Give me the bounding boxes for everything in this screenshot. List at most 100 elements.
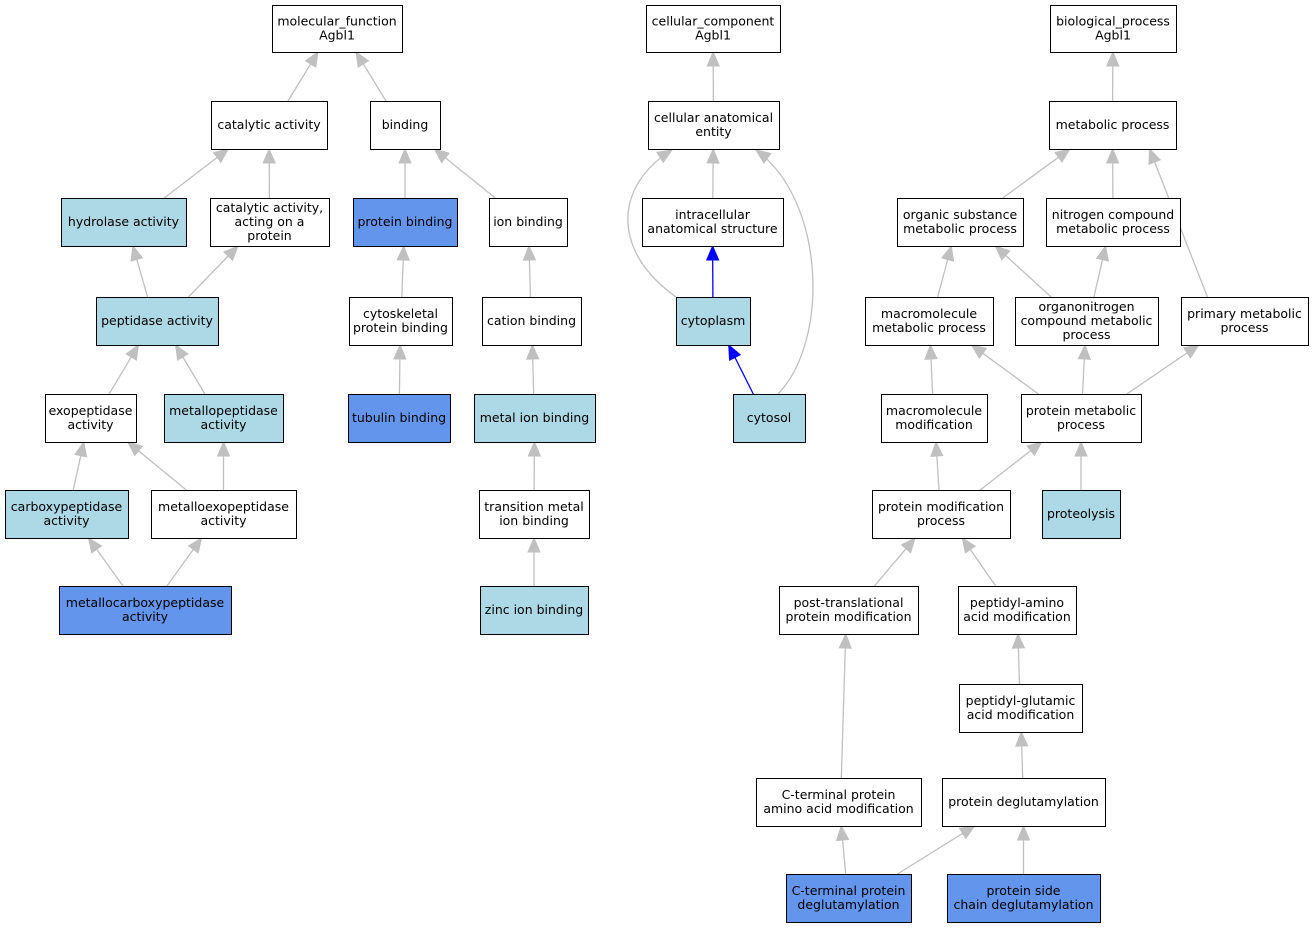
edge-arrowhead [706,147,720,164]
node-label: protein deglutamylation [948,794,1099,809]
edge-line [969,549,997,587]
node-metabolic_process[interactable]: metabolic process [1049,101,1177,150]
node-label: activity [67,417,114,432]
node-label: protein binding [353,320,448,335]
node-label: organonitrogen [1038,299,1134,314]
edge-arrowhead [216,440,231,457]
edge-arrowhead [1182,344,1200,359]
edge-arrowhead [941,244,955,262]
edge-arrowhead [1105,147,1120,164]
edge-catalytic_protein-to-catalytic_activity [262,147,276,199]
node-label: binding [382,117,429,132]
edge-metallocarboxypeptidase_activity-to-metalloexopeptidase_activity [166,536,203,587]
node-label: macromolecule [881,306,977,321]
node-label: Agbl1 [319,28,355,43]
edge-arrowhead [125,343,140,361]
edge-line [755,149,814,395]
node-cation_binding[interactable]: cation binding [482,297,582,346]
edge-line [182,356,206,395]
edge-line [188,255,229,298]
edge-macromolecule_modification-to-macromolecule_metabolic_process [924,343,938,395]
edge-cytosol-to-cytoplasm [728,343,754,395]
edge-arrowhead [1054,148,1071,164]
node-tubulin_binding[interactable]: tubulin binding [348,394,451,443]
node-zinc_ion_binding[interactable]: zinc ion binding [480,586,589,635]
edge-arrowhead [223,245,239,262]
edge-arrowhead [930,440,944,457]
node-box [1050,5,1177,53]
node-label: hydrolase activity [68,214,180,229]
edge-line [979,450,1032,491]
edge-arrowhead [187,536,203,554]
node-protein_deglutamylation[interactable]: protein deglutamylation [942,778,1106,827]
node-hydrolase_activity[interactable]: hydrolase activity [61,198,187,247]
node-box [272,5,403,53]
node-box [489,198,568,247]
node-cytosol[interactable]: cytosol [733,394,806,443]
node-label: protein side [986,883,1060,898]
node-proteolysis[interactable]: proteolysis [1042,490,1121,539]
node-label: entity [695,124,732,139]
edge-zinc_ion_binding-to-transition_metal_ion_binding [527,536,541,586]
edge-cytoskeletal_protein_binding-to-protein_binding [396,244,410,298]
node-binding[interactable]: binding [370,101,441,150]
node-box [480,586,589,635]
edge-line [897,832,963,875]
node-label: ion binding [499,513,569,528]
node-label: macromolecule [886,403,982,418]
node-label: transition metal [484,499,583,514]
node-label: catalytic activity [217,117,321,132]
edge-arrowhead [262,147,276,164]
node-ion_binding[interactable]: ion binding [489,198,568,247]
edge-protein_metabolic_process-to-macromolecule_metabolic_process [970,344,1039,395]
edge-c_terminal_protein_amino_acid_modification-to-post_translational_protein_modification [838,632,853,779]
edge-proteolysis-to-protein_metabolic_process [1074,440,1088,490]
node-protein_binding[interactable]: protein binding [353,198,458,247]
node-label: chain deglutamylation [954,897,1094,912]
node-peptidase_activity[interactable]: peptidase activity [96,297,219,346]
node-box [151,490,297,539]
edge-arrowhead [994,245,1011,261]
node-catalytic_activity[interactable]: catalytic activity [211,101,328,150]
edge-arrowhead [1014,730,1029,747]
node-metal_ion_binding[interactable]: metal ion binding [474,394,596,443]
node-label: catalytic activity, [216,200,323,215]
node-box [1181,297,1309,346]
edge-c_terminal_protein_deglutamylation-to-protein_deglutamylation [897,825,976,875]
edge-line [532,358,535,395]
edge-intracellular_anatomical_structure-to-cellular_anatomical_entity [706,147,720,199]
edge-organic_substance_metabolic_process-to-metabolic_process [1002,148,1071,199]
edges-layer [72,50,1209,875]
node-cytoplasm[interactable]: cytoplasm [676,297,751,346]
edge-arrowhead [126,441,144,457]
edge-cytoplasm-to-intracellular_anatomical_structure [705,244,720,298]
